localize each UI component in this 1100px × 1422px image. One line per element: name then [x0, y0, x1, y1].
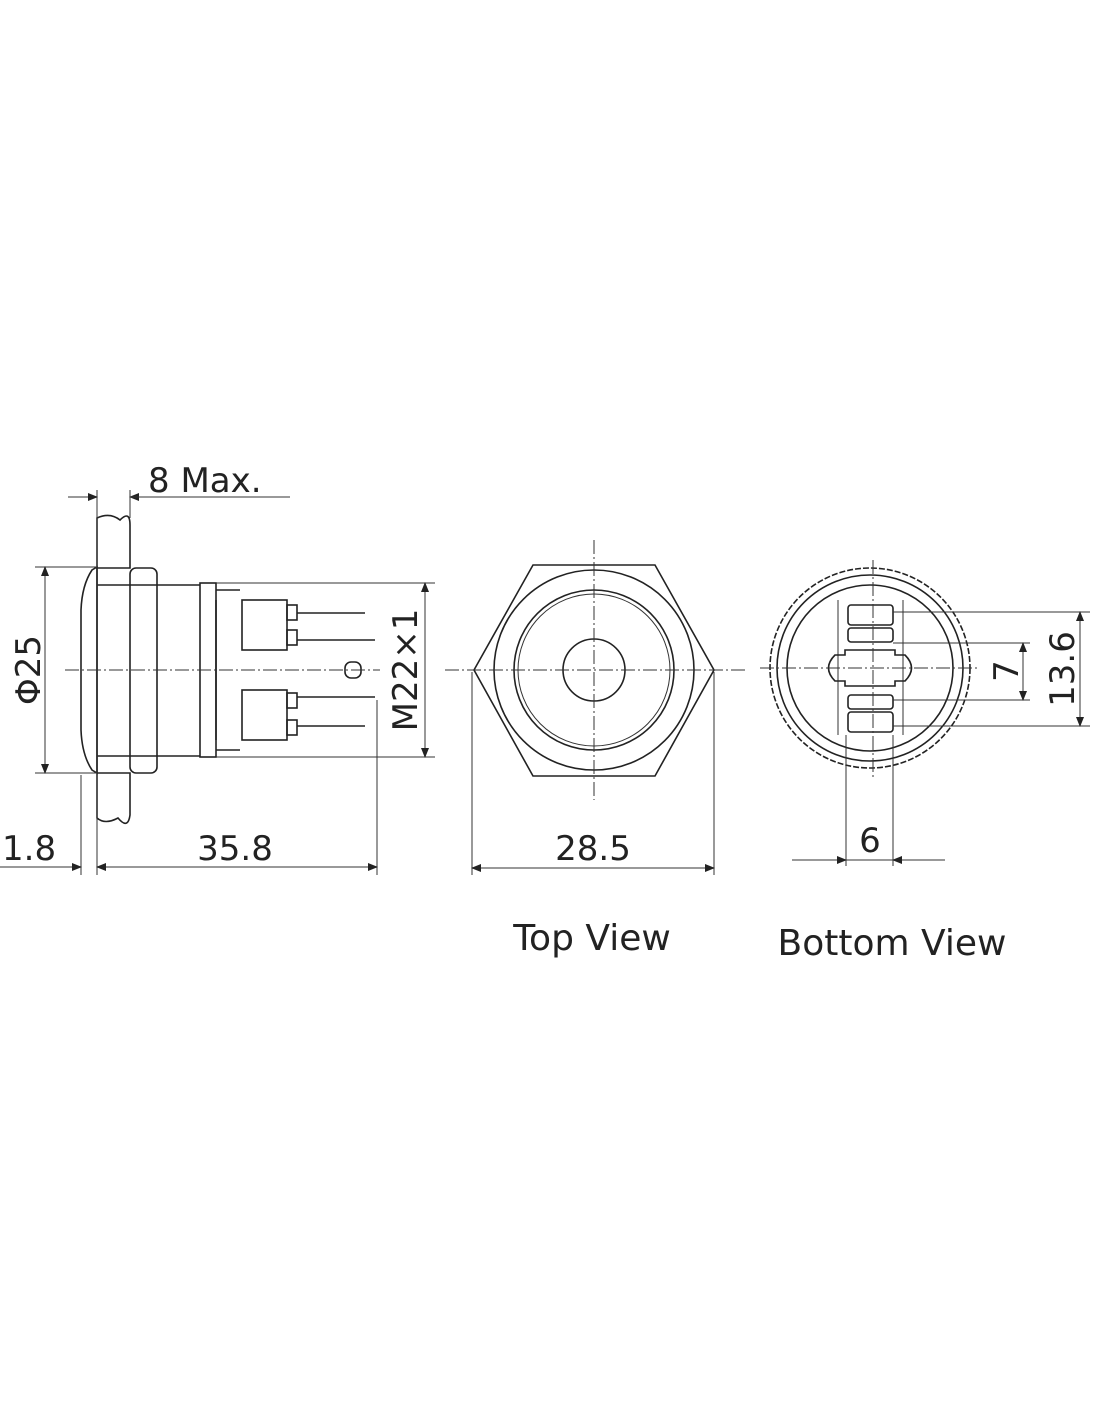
panel-section-top — [96, 514, 131, 569]
button-head — [80, 565, 98, 775]
dim-thread: M22×1 — [386, 609, 426, 732]
dim-body-length: 35.8 — [197, 829, 273, 869]
top-view-label: Top View — [512, 918, 671, 959]
top-view: 28.5 Top View — [445, 540, 745, 959]
dim-terminal-width: 6 — [859, 821, 881, 861]
dim-terminal-span: 13.6 — [1043, 631, 1083, 707]
bottom-view-label: Bottom View — [778, 923, 1007, 964]
side-view: 8 Max. Φ25 M22×1 1.8 35.8 — [0, 461, 435, 875]
terminal — [847, 694, 894, 710]
bottom-view: 13.6 7 6 Bottom View — [760, 560, 1090, 964]
terminal — [847, 627, 894, 643]
terminal — [847, 604, 894, 626]
dim-terminal-pitch: 7 — [987, 660, 1027, 682]
panel-section-bottom — [96, 772, 131, 825]
dim-head-height: 1.8 — [2, 829, 56, 869]
terminal — [847, 711, 894, 733]
dim-head-diameter: Φ25 — [9, 635, 49, 705]
dim-across-corners: 28.5 — [555, 829, 631, 869]
dim-panel-thickness: 8 Max. — [148, 461, 262, 501]
